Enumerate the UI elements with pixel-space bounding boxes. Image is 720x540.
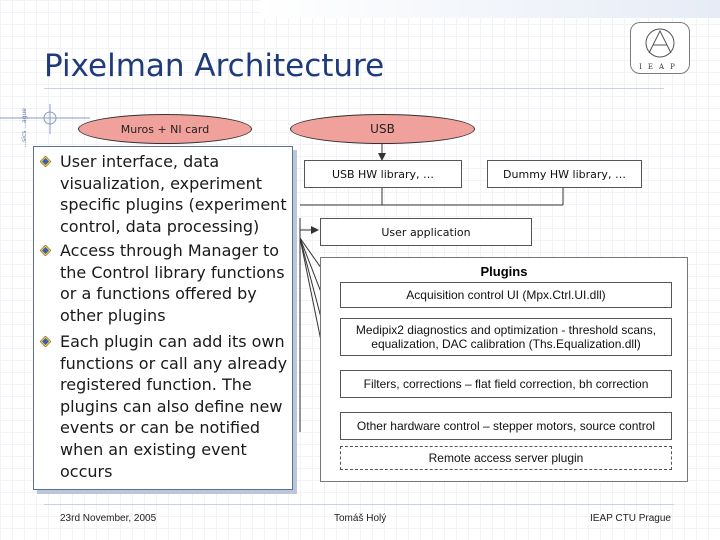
muros-ellipse: Muros + NI card xyxy=(78,114,252,144)
plugin-acquisition-control: Acquisition control UI (Mpx.Ctrl.UI.dll) xyxy=(340,282,672,308)
bullet-item: Each plugin can add its own functions or… xyxy=(40,331,288,482)
logo-letters: IEAP xyxy=(639,63,681,71)
bullet-text: Each plugin can add its own functions or… xyxy=(60,332,288,481)
diamond-bullet-icon xyxy=(40,245,51,256)
usb-ellipse: USB xyxy=(290,114,475,144)
plugin-label: Filters, corrections – flat field correc… xyxy=(363,377,649,391)
plugin-remote-access-server: Remote access server plugin xyxy=(340,446,672,470)
bullet-item: User interface, data visualization, expe… xyxy=(40,151,288,237)
slide-title: Pixelman Architecture xyxy=(44,48,385,84)
dummy-hw-library-label: Dummy HW library, … xyxy=(503,167,626,181)
dummy-hw-library-box: Dummy HW library, … xyxy=(487,160,642,188)
bullet-panel: User interface, data visualization, expe… xyxy=(33,146,293,490)
usb-hw-library-box: USB HW library, … xyxy=(304,160,462,188)
usb-label: USB xyxy=(370,122,395,136)
plugin-label: Other hardware control – stepper motors,… xyxy=(356,419,656,433)
user-application-label: User application xyxy=(381,225,471,239)
footer-date: 23rd November, 2005 xyxy=(60,513,157,524)
plugins-title: Plugins xyxy=(480,264,528,279)
footer-line xyxy=(44,504,674,505)
diamond-bullet-icon xyxy=(40,156,51,167)
logo-emblem-icon xyxy=(645,28,675,58)
plugin-medipix2-diagnostics: Medipix2 diagnostics and optimization - … xyxy=(340,318,672,356)
plugin-label: Medipix2 diagnostics and optimization - … xyxy=(355,323,657,351)
plugin-label: Remote access server plugin xyxy=(428,451,584,465)
plugin-other-hardware-control: Other hardware control – stepper motors,… xyxy=(340,412,672,440)
user-application-box: User application xyxy=(320,218,532,246)
bullet-text: Access through Manager to the Control li… xyxy=(60,241,285,325)
plugin-label: Acquisition control UI (Mpx.Ctrl.UI.dll) xyxy=(406,288,606,302)
diamond-bullet-icon xyxy=(40,336,51,347)
title-underline xyxy=(44,88,664,89)
bullet-text: User interface, data visualization, expe… xyxy=(60,152,287,236)
usb-hw-library-label: USB HW library, … xyxy=(331,167,435,181)
crosshair-decoration xyxy=(0,104,90,134)
ieap-logo: IEAP xyxy=(630,22,690,74)
muros-label: Muros + NI card xyxy=(120,122,210,136)
footer-institute: IEAP CTU Prague xyxy=(590,513,671,524)
bullet-item: Access through Manager to the Control li… xyxy=(40,240,288,326)
plugin-filters-corrections: Filters, corrections – flat field correc… xyxy=(340,370,672,398)
footer-author: Tomáš Holý xyxy=(334,513,387,524)
top-band xyxy=(260,0,720,18)
